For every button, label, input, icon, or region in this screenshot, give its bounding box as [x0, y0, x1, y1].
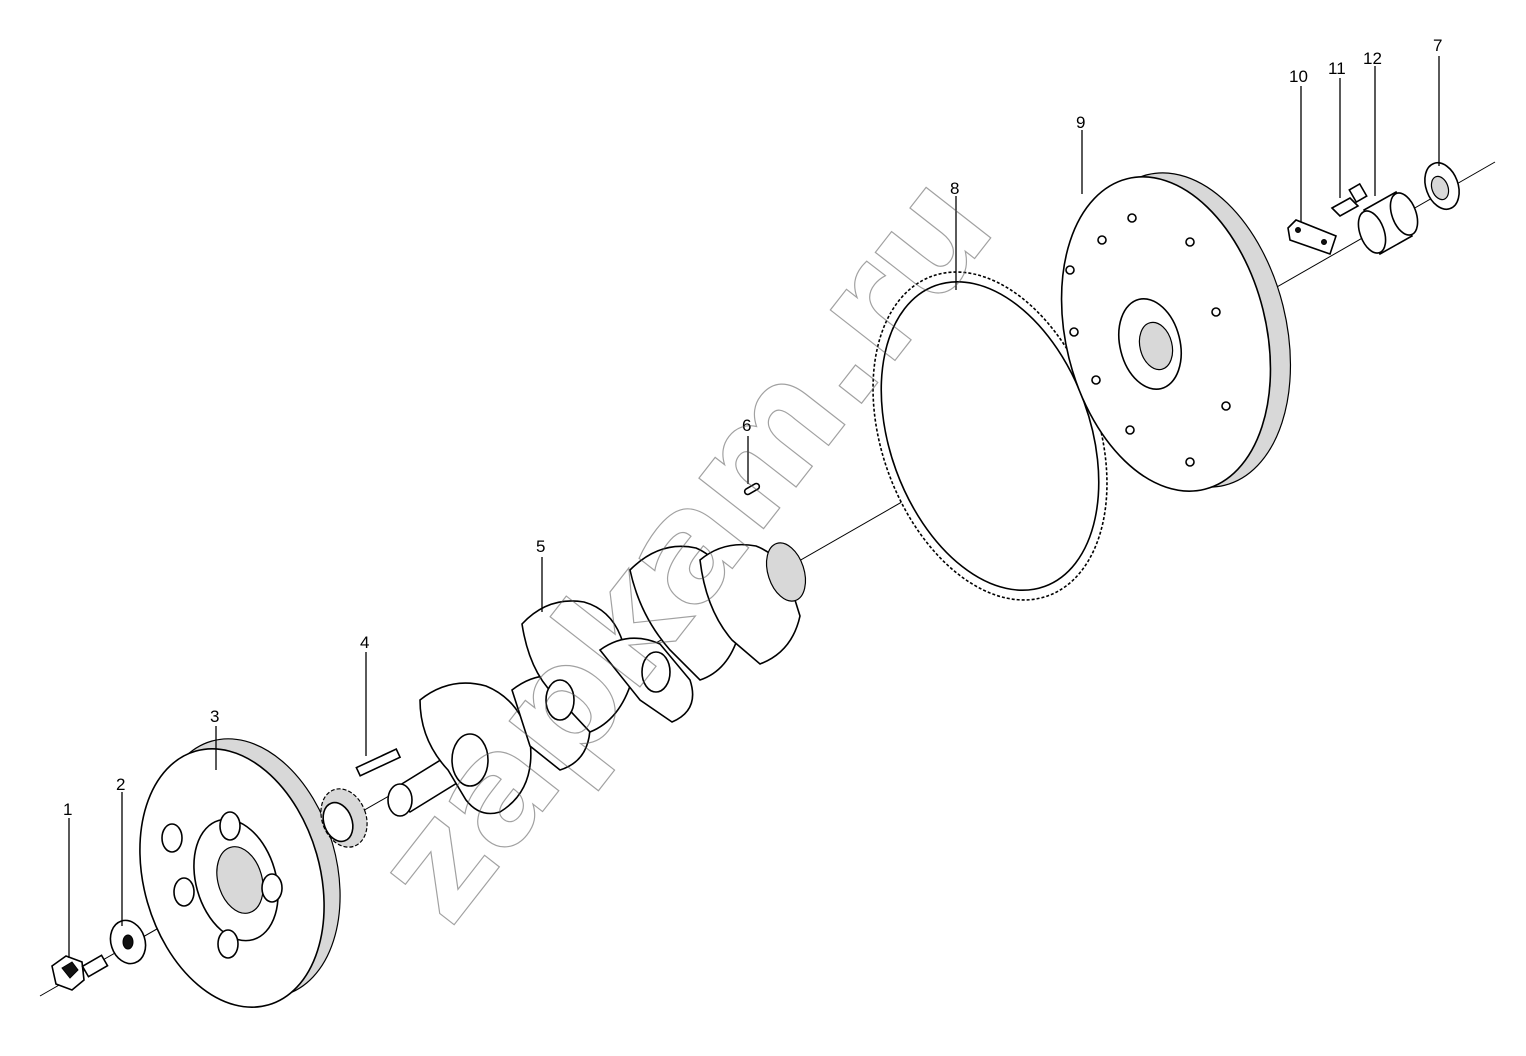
callout-5: 5: [536, 537, 545, 556]
callout-4: 4: [360, 633, 369, 652]
part-bolt[interactable]: [51, 954, 109, 991]
callout-1: 1: [63, 800, 72, 819]
part-ring-gear[interactable]: [830, 239, 1149, 632]
callout-9: 9: [1076, 113, 1085, 132]
part-timing-gear[interactable]: [313, 782, 375, 853]
callout-10: 10: [1289, 67, 1308, 86]
callout-12: 12: [1363, 49, 1382, 68]
callout-3: 3: [210, 707, 219, 726]
part-lock-plate[interactable]: [1287, 219, 1337, 256]
watermark: zapkam.ru: [341, 143, 1027, 952]
leader-lines: [68, 56, 1440, 958]
callout-labels: 1 2 3 4 5 6 7 8 9 10 11 12: [63, 36, 1442, 819]
callout-2: 2: [116, 775, 125, 794]
part-bearing[interactable]: [1419, 158, 1465, 214]
part-pin[interactable]: [743, 482, 761, 496]
callout-6: 6: [742, 416, 751, 435]
part-key[interactable]: [355, 748, 402, 777]
callout-8: 8: [950, 179, 959, 198]
part-bushing[interactable]: [1353, 189, 1423, 257]
part-screw[interactable]: [1330, 182, 1368, 217]
part-pulley[interactable]: [111, 717, 369, 1029]
callout-11: 11: [1328, 59, 1346, 78]
callout-7: 7: [1433, 36, 1442, 55]
part-flywheel[interactable]: [1030, 151, 1321, 514]
part-crankshaft[interactable]: [387, 538, 812, 817]
part-washer[interactable]: [105, 916, 151, 968]
